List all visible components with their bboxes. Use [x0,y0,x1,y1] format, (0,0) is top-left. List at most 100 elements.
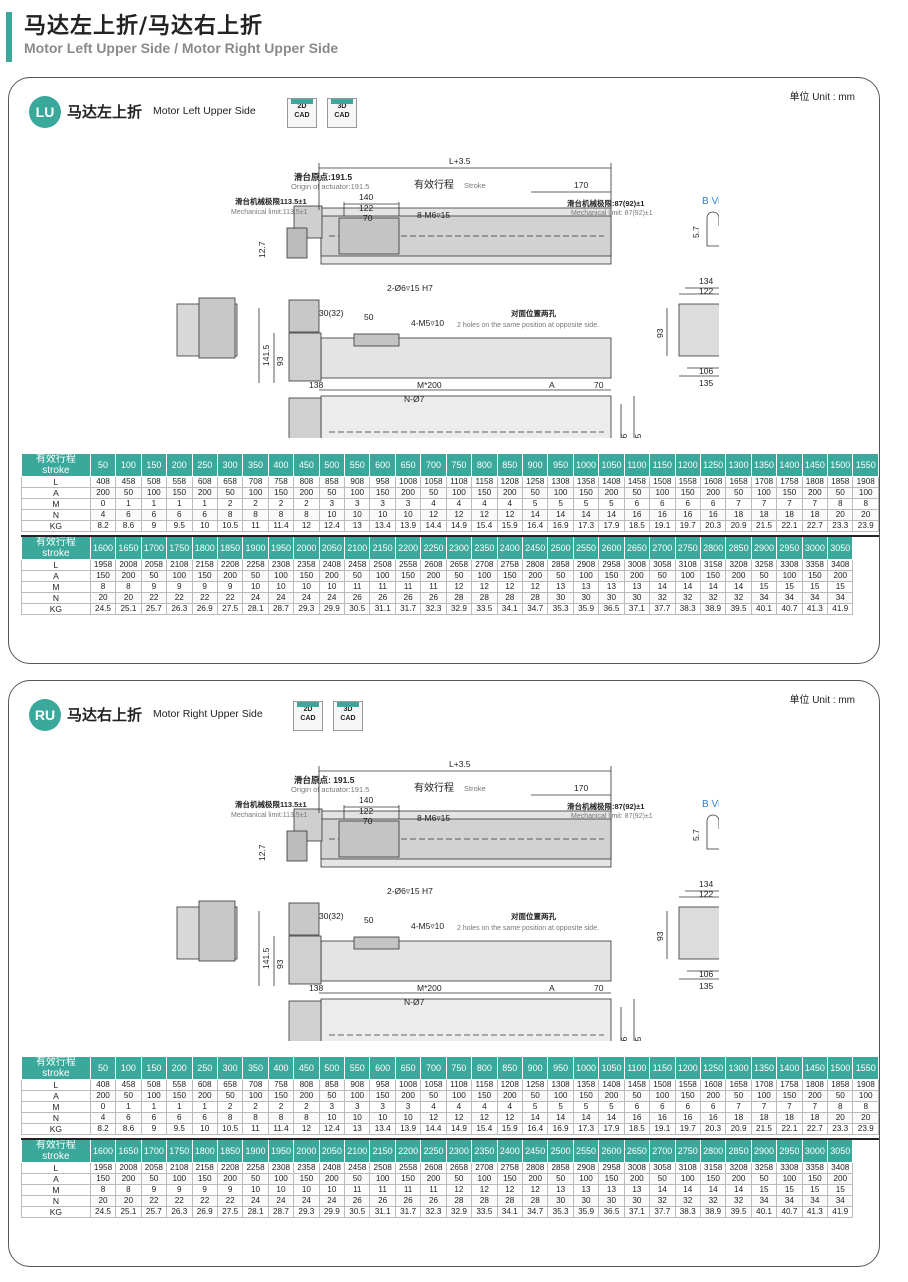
table-cell: 150 [699,1173,727,1185]
table-cell: 3 [369,1101,396,1113]
table-cell: 28 [496,592,523,604]
table-cell: 50 [115,487,142,499]
dowel-holes: 2-Ø6▿15 H7 [387,886,433,896]
table-cell: 20.3 [699,1123,727,1135]
table-cell: 200 [191,1090,218,1102]
table-cell: 21.5 [750,520,778,532]
stroke-value: 1500 [827,1056,854,1080]
table-cell: 2 [267,498,295,510]
stroke-label-cn: 有效行程 [414,781,454,794]
table-cell: 1408 [598,1079,625,1091]
thread-8-m6: 8-M6▿15 [417,813,450,823]
table-cell: 20 [852,1112,879,1124]
table-cell: 37.7 [649,603,676,615]
table-cell: 0 [89,498,117,510]
dim-total-length: L+3.5 [449,156,471,166]
technical-drawing: L+3.5 滑台原点:191.5 Origin of actuator:191.… [176,156,719,438]
stroke-value: 2600 [598,535,625,560]
table-cell: 2308 [267,1162,295,1174]
table-cell: 200 [191,487,218,499]
stroke-value: 100 [115,1056,142,1080]
table-cell: 200 [801,1090,829,1102]
table-cell: 1008 [394,1079,422,1091]
table-cell: 11 [344,1184,371,1196]
b-view-label: B View [702,196,719,207]
table-cell: 22 [166,1195,193,1207]
table-cell: 3 [394,498,422,510]
table-cell: 28 [471,1195,498,1207]
table-cell: 3 [369,498,396,510]
table-cell: 15.9 [496,1123,523,1135]
stroke-value: 200 [166,1056,193,1080]
stroke-value: 750 [445,453,473,477]
table-cell: 41.9 [827,603,854,615]
table-cell: 608 [191,476,218,488]
row-label: N [21,592,91,604]
table-cell: 22 [166,592,193,604]
table-cell: 18 [725,1112,752,1124]
table-cell: 1 [166,1101,193,1113]
stroke-value: 2000 [293,1138,320,1163]
section-name-en: Motor Right Upper Side [153,708,263,720]
table-cell: 34 [801,592,829,604]
origin-label-cn: 滑台原点:191.5 [294,172,352,182]
stroke-value: 850 [496,453,523,477]
table-cell: 25.7 [140,603,168,615]
table-cell: 9.5 [166,520,193,532]
table-cell: 35.3 [547,603,574,615]
table-cell: 8 [827,1101,854,1113]
stroke-value: 1950 [267,535,295,560]
table-cell: 22 [140,592,168,604]
table-cell: 150 [699,570,727,582]
table-cell: 2 [267,1101,295,1113]
table-cell: 1058 [420,476,447,488]
table-cell: 200 [115,570,142,582]
mech-limit-en: Mechanical limit:113.5±1 [231,209,308,216]
stroke-label-en: Stroke [464,181,486,190]
table-cell: 200 [801,487,829,499]
table-cell: 26.3 [166,1206,193,1218]
table-cell: 200 [293,487,320,499]
table-cell: 200 [521,570,549,582]
table-cell: 19.7 [674,1123,701,1135]
table-cell: 24 [293,592,320,604]
table-cell: 29.3 [293,603,320,615]
table-cell: 28.7 [267,603,295,615]
table-cell: 200 [496,1090,523,1102]
table-cell: 34.7 [521,603,549,615]
table-cell: 34.1 [496,603,523,615]
table-cell: 22 [216,592,244,604]
table-cell: 7 [776,1101,803,1113]
table-cell: 27.5 [216,603,244,615]
table-cell: 34.7 [521,1206,549,1218]
thread-4-m5: 4-M5▿10 [411,921,444,931]
table-cell: 1508 [649,1079,676,1091]
table-cell: 50 [344,570,371,582]
table-cell: 6 [674,498,701,510]
table-cell: 50 [649,1173,676,1185]
table-cell: 9 [140,520,168,532]
table-cell: 2758 [496,1162,523,1174]
dim-106: 106 [699,366,713,376]
stroke-value: 2850 [725,1138,752,1163]
table-cell: 26 [369,1195,396,1207]
stroke-value: 1200 [674,1056,701,1080]
table-cell: 41.9 [827,1206,854,1218]
table-cell: 50 [242,1173,269,1185]
table-cell: 25.1 [115,603,142,615]
table-cell: 30 [623,592,651,604]
table-cell: 150 [776,1090,803,1102]
table-cell: 23.9 [852,1123,879,1135]
table-cell: 2958 [598,559,625,571]
stroke-value: 700 [420,1056,447,1080]
table-cell: 150 [572,487,600,499]
